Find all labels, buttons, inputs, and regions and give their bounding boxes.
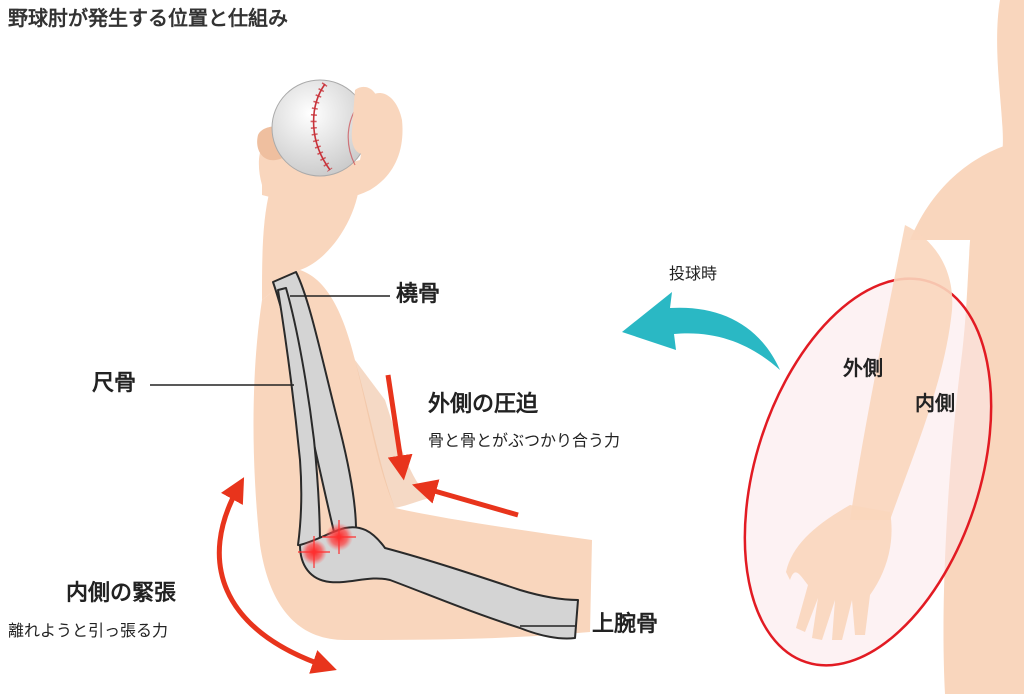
- label-throwing: 投球時: [669, 264, 718, 283]
- page-title: 野球肘が発生する位置と仕組み: [8, 6, 288, 30]
- throwing-direction-arrow: [622, 292, 780, 370]
- compression-arrow-left: [411, 479, 519, 518]
- label-lateral-side: 外側: [843, 356, 883, 380]
- baseball: [271, 79, 379, 177]
- hanging-arm: [786, 225, 953, 640]
- label-medial-tension: 内側の緊張: [66, 581, 177, 606]
- compression-arrow-down: [385, 374, 413, 481]
- label-ulna: 尺骨: [92, 371, 137, 396]
- leader-lines: [150, 295, 575, 627]
- label-lateral-compression-desc: 骨と骨とがぶつかり合う力: [428, 431, 621, 450]
- label-radius: 橈骨: [396, 282, 441, 307]
- humerus-bone: [299, 526, 579, 640]
- force-arrows: [216, 374, 519, 674]
- label-medial-tension-desc: 離れようと引っ張る力: [8, 621, 169, 640]
- label-lateral-compression: 外側の圧迫: [428, 392, 539, 417]
- label-medial-side: 内側: [915, 391, 955, 415]
- tension-arrow-curved: [216, 477, 337, 674]
- label-humerus: 上腕骨: [592, 612, 659, 637]
